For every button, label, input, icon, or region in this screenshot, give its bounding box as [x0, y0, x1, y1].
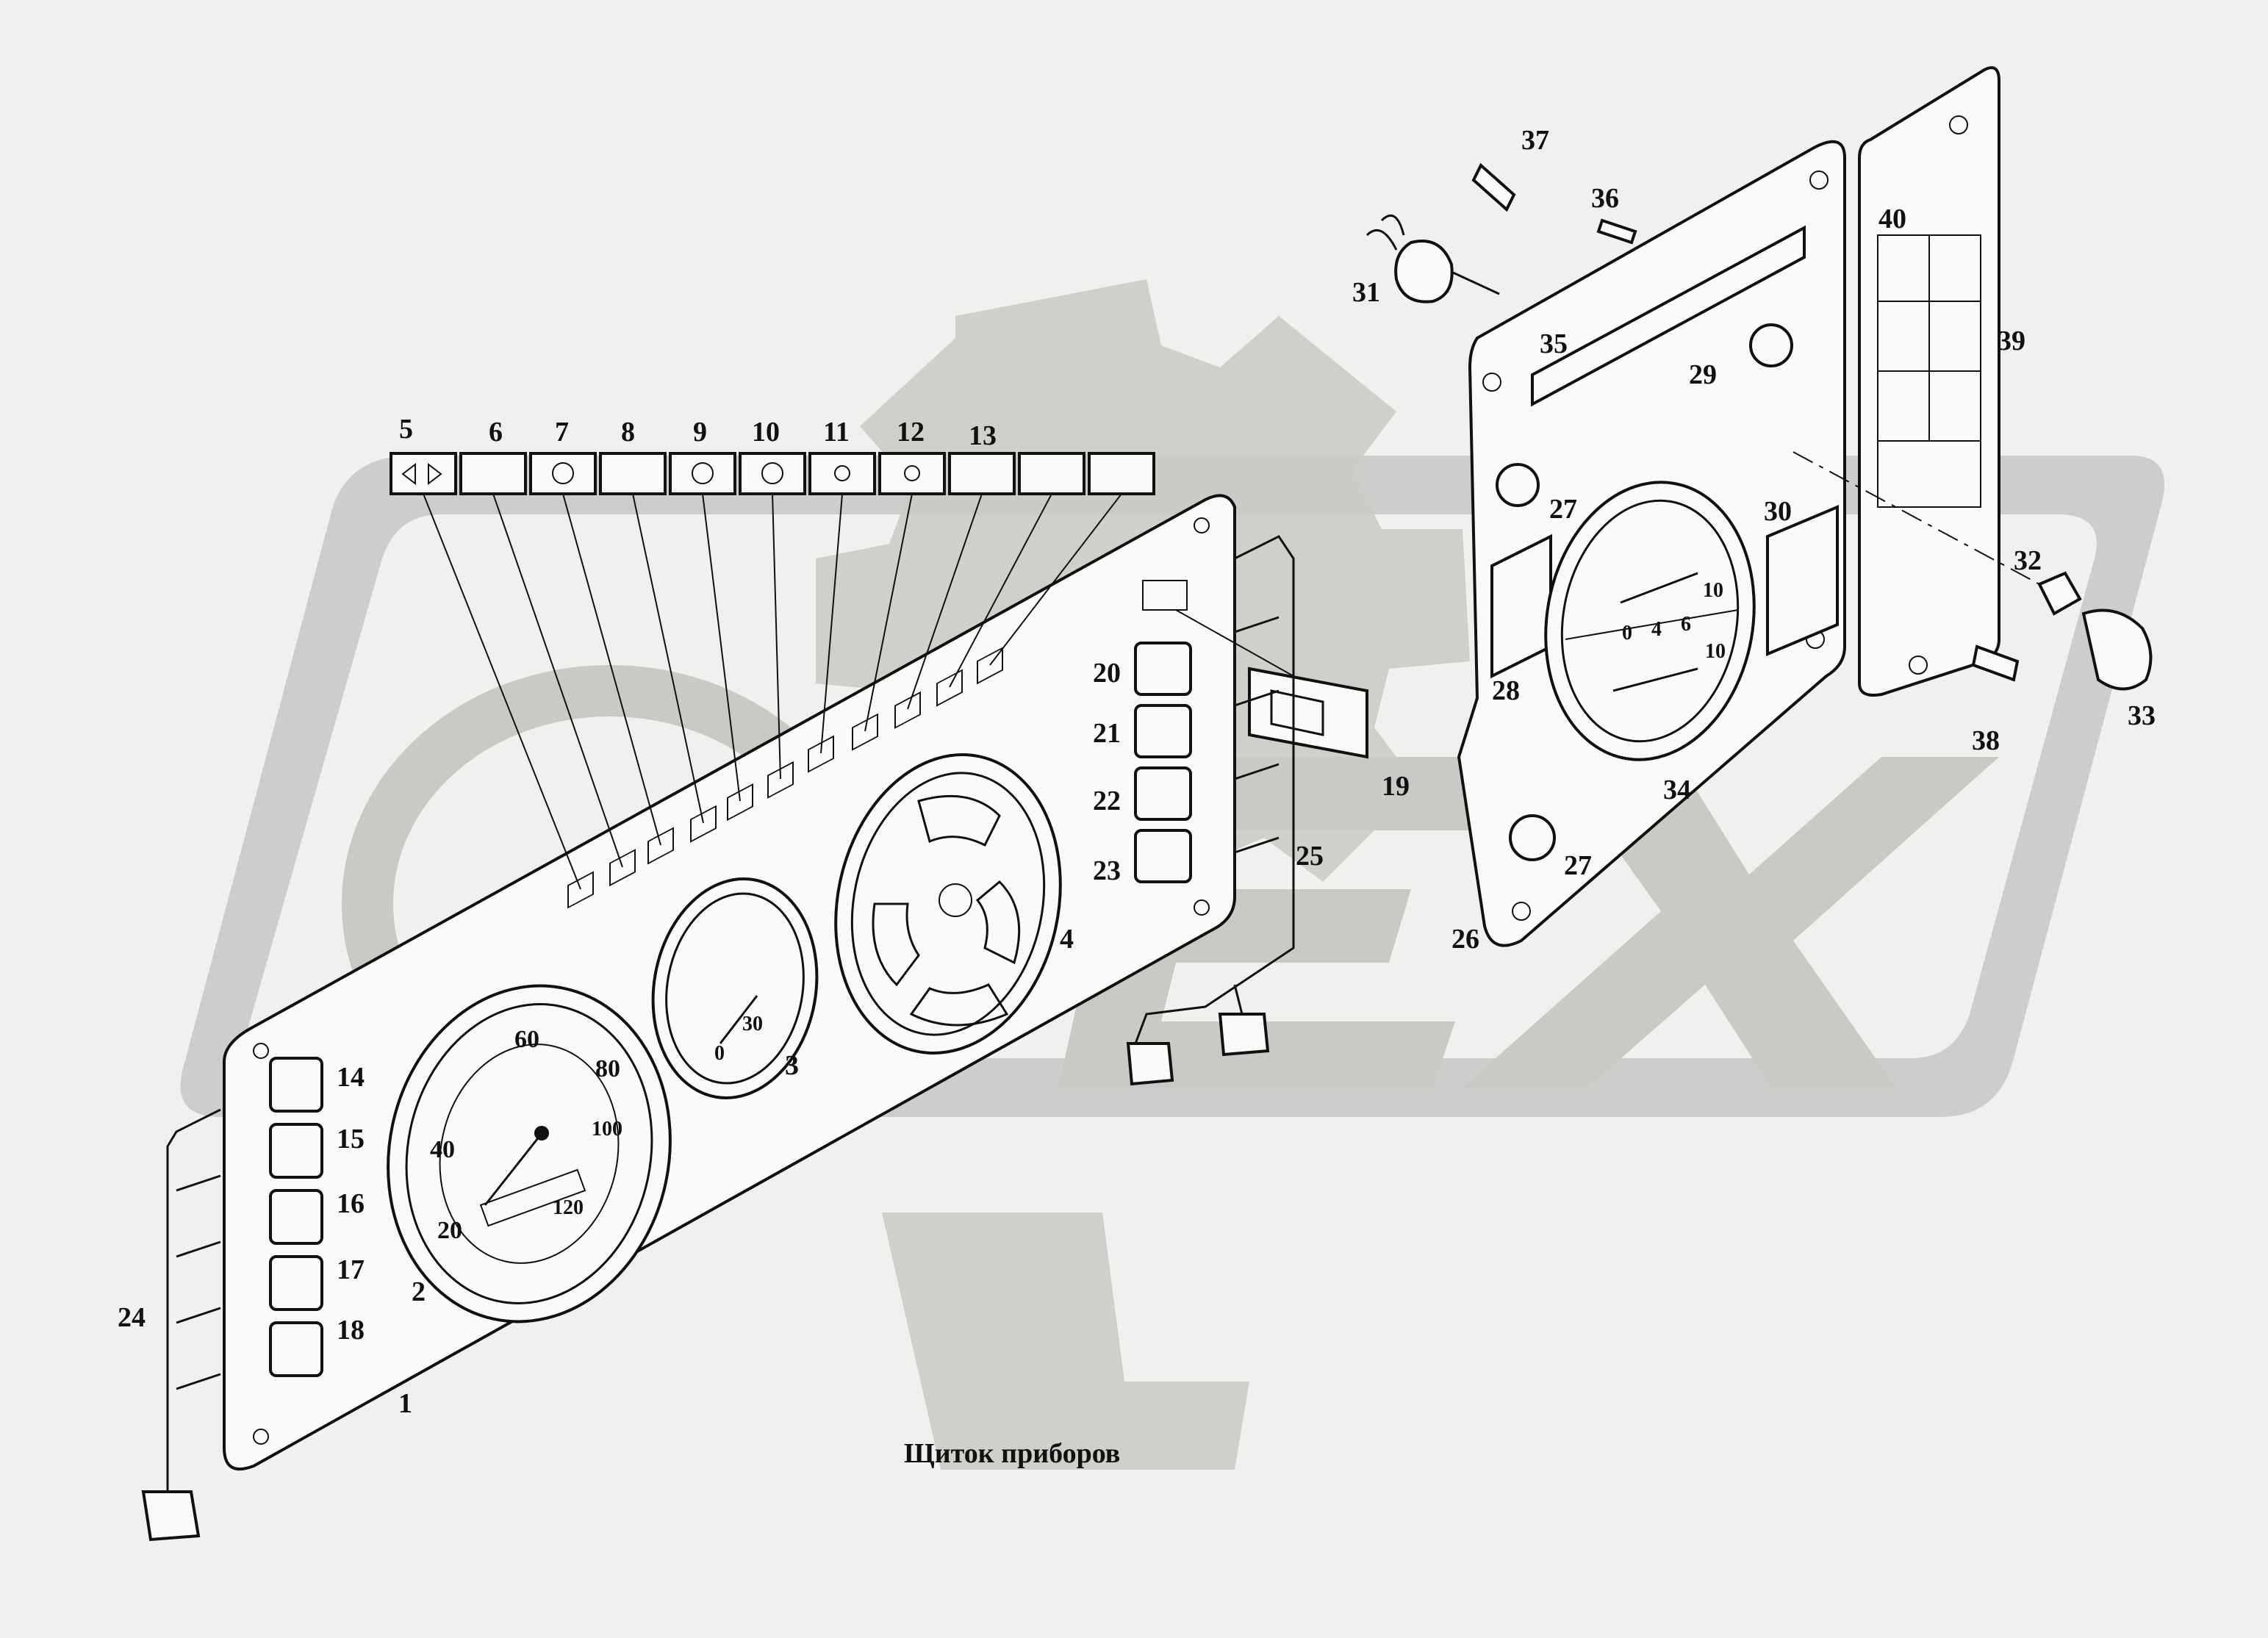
callout-31: 31 [1352, 277, 1380, 308]
lamp-blank-2 [1018, 452, 1085, 495]
callout-8: 8 [621, 417, 635, 448]
callout-16: 16 [337, 1188, 365, 1219]
callout-22: 22 [1093, 786, 1121, 816]
callout-26: 26 [1451, 924, 1479, 955]
callout-40: 40 [1878, 204, 1906, 234]
callout-2: 2 [412, 1276, 426, 1307]
lamp-turn-signals [390, 452, 457, 495]
symbol-plate [1858, 66, 2000, 697]
speedometer-tick-80: 80 [595, 1055, 620, 1082]
callout-18: 18 [337, 1315, 365, 1346]
switch-20 [1134, 642, 1192, 696]
callout-32: 32 [2014, 545, 2042, 576]
lamp-trailer-turn [459, 452, 527, 495]
callout-38: 38 [1972, 725, 2000, 756]
callout-29: 29 [1689, 359, 1717, 390]
lamp-leader-lines [423, 493, 1122, 890]
dual-gauge-tick-4: 4 [1651, 618, 1662, 641]
dual-gauge-lower-tick-10: 10 [1705, 640, 1726, 663]
callout-15: 15 [337, 1124, 365, 1154]
callout-11: 11 [823, 417, 850, 448]
lamp-axle-lock [808, 452, 876, 495]
speedometer-tick-40: 40 [430, 1136, 455, 1163]
callout-12: 12 [897, 417, 925, 448]
callout-21: 21 [1093, 718, 1121, 749]
warning-lamp-strip [390, 452, 1155, 495]
switch-18 [269, 1321, 323, 1377]
callout-24: 24 [118, 1302, 146, 1333]
wiring-harness-right [1126, 535, 1295, 1086]
callout-6: 6 [489, 417, 503, 448]
speedometer-tick-20: 20 [437, 1217, 462, 1244]
callout-28: 28 [1492, 675, 1520, 706]
dual-gauge-tick-6: 6 [1681, 613, 1691, 636]
callout-27-lower: 27 [1564, 850, 1592, 881]
lamp-cross-lock [878, 452, 946, 495]
callout-30: 30 [1764, 496, 1792, 527]
right-switch-column [1134, 580, 1192, 883]
callout-36: 36 [1591, 183, 1619, 214]
loose-parts [1366, 162, 2153, 691]
dual-gauge-tick-10: 10 [1703, 579, 1723, 602]
lamp-differential [739, 452, 806, 495]
callout-4: 4 [1060, 924, 1074, 955]
switch-16 [269, 1189, 323, 1245]
lamp-seat-belt [669, 452, 736, 495]
dual-gauge: 0 4 6 10 10 [1544, 481, 1756, 761]
switch-23 [1134, 829, 1192, 883]
callout-37: 37 [1521, 125, 1549, 156]
callout-10: 10 [752, 417, 780, 448]
speedometer-tick-120: 120 [553, 1196, 584, 1219]
switch-17 [269, 1255, 323, 1311]
lamp-high-beam [529, 452, 597, 495]
callout-9: 9 [693, 417, 707, 448]
switch-22 [1134, 766, 1192, 821]
callout-27-upper: 27 [1549, 494, 1577, 525]
callout-labels: 5 6 7 8 9 10 11 12 13 14 15 16 17 18 19 … [118, 125, 2156, 1419]
callout-1: 1 [398, 1388, 412, 1419]
callout-35: 35 [1540, 328, 1568, 359]
speedometer: 20 40 60 80 100 120 [387, 984, 672, 1323]
lamp-blank-3 [1088, 452, 1155, 495]
switch-14 [269, 1057, 323, 1113]
callout-25: 25 [1296, 841, 1324, 872]
switch-15 [269, 1123, 323, 1179]
callout-34: 34 [1663, 775, 1691, 805]
combination-gauge [834, 753, 1062, 1055]
callout-23: 23 [1093, 855, 1121, 886]
dual-gauge-tick-0: 0 [1622, 622, 1632, 644]
indicator-windows [567, 647, 1003, 909]
callout-5: 5 [399, 414, 413, 445]
callout-33: 33 [2128, 700, 2156, 731]
callout-7: 7 [555, 417, 569, 448]
switch-21 [1134, 704, 1192, 758]
callout-19: 19 [1382, 771, 1410, 802]
lamp-fog-rear [599, 452, 667, 495]
tachometer-tick-30: 30 [742, 1013, 763, 1035]
callout-13: 13 [969, 420, 997, 451]
diagram-caption: Щиток приборов [904, 1438, 1120, 1469]
wiring-harness-left [141, 1108, 221, 1542]
callout-39: 39 [1998, 326, 2025, 356]
tachometer-tick-0: 0 [714, 1042, 725, 1065]
left-switch-column [269, 1057, 323, 1377]
lamp-blank-1 [948, 452, 1016, 495]
callout-3: 3 [785, 1050, 799, 1081]
callout-14: 14 [337, 1062, 365, 1093]
tachometer: 0 30 [651, 877, 819, 1099]
speedometer-tick-60: 60 [514, 1026, 539, 1053]
callout-20: 20 [1093, 658, 1121, 689]
speedometer-tick-100: 100 [592, 1118, 622, 1141]
callout-17: 17 [337, 1254, 365, 1285]
